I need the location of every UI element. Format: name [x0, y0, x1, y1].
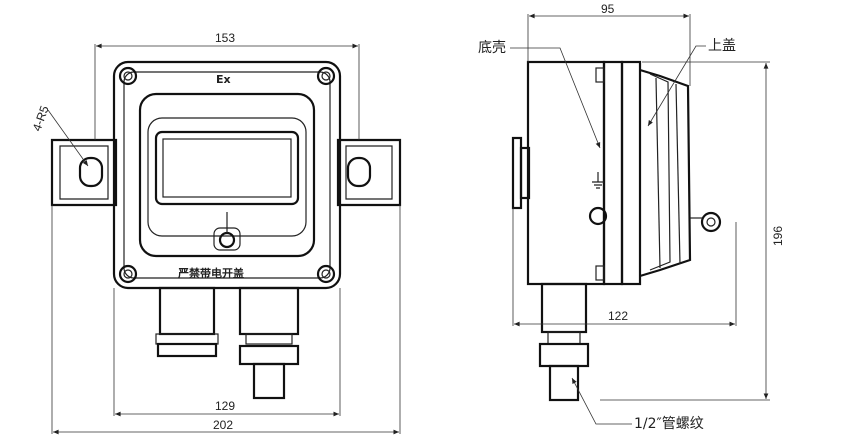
- front-dimensions: 153 129 202 4-R5: [30, 31, 401, 435]
- dim-4-r5: 4-R5: [30, 103, 52, 133]
- side-switch-knob: [700, 211, 722, 233]
- mounting-flange: [50, 138, 402, 207]
- label-pipe-thread: 1/2″管螺纹: [634, 416, 704, 432]
- dim-153: 153: [215, 31, 235, 45]
- dim-196: 196: [771, 226, 785, 246]
- dim-129: 129: [215, 399, 235, 413]
- window-glass: [162, 138, 292, 198]
- ex-marking: Ex: [216, 73, 231, 86]
- cable-glands: [155, 286, 300, 400]
- corner-screws: [118, 66, 336, 284]
- side-dimensions: 95 122 196: [512, 2, 785, 401]
- cover-panel: [138, 92, 316, 258]
- mounting-plate: [511, 136, 523, 210]
- window-frame: [147, 117, 307, 237]
- housing-outer: [112, 60, 342, 290]
- switch-knob: [218, 231, 236, 249]
- left-mounting-slot: [78, 156, 104, 188]
- side-connector: [538, 282, 590, 402]
- ground-screw: [588, 206, 608, 226]
- viewing-window: [154, 130, 300, 206]
- middle-frame: [602, 60, 624, 286]
- dim-122: 122: [608, 309, 628, 323]
- label-top-cover: 上盖: [708, 38, 736, 54]
- dim-95: 95: [601, 2, 615, 16]
- callouts: 底壳 上盖 1/2″管螺纹: [478, 38, 736, 432]
- label-base-shell: 底壳: [478, 39, 506, 56]
- base-shell: [526, 60, 606, 286]
- right-mounting-slot: [346, 156, 372, 188]
- warning-nameplate: 严禁带电开盖: [177, 266, 244, 280]
- front-view: Ex 严禁带电开盖 153 129 202 4: [30, 31, 402, 435]
- top-cover: [620, 60, 642, 286]
- side-view: 95 122 196 底壳 上盖 1/2″管螺纹: [478, 2, 785, 432]
- dim-202: 202: [213, 418, 233, 432]
- cover-dome: [639, 68, 692, 278]
- ground-symbol: [592, 172, 604, 189]
- housing-inner: [123, 71, 331, 279]
